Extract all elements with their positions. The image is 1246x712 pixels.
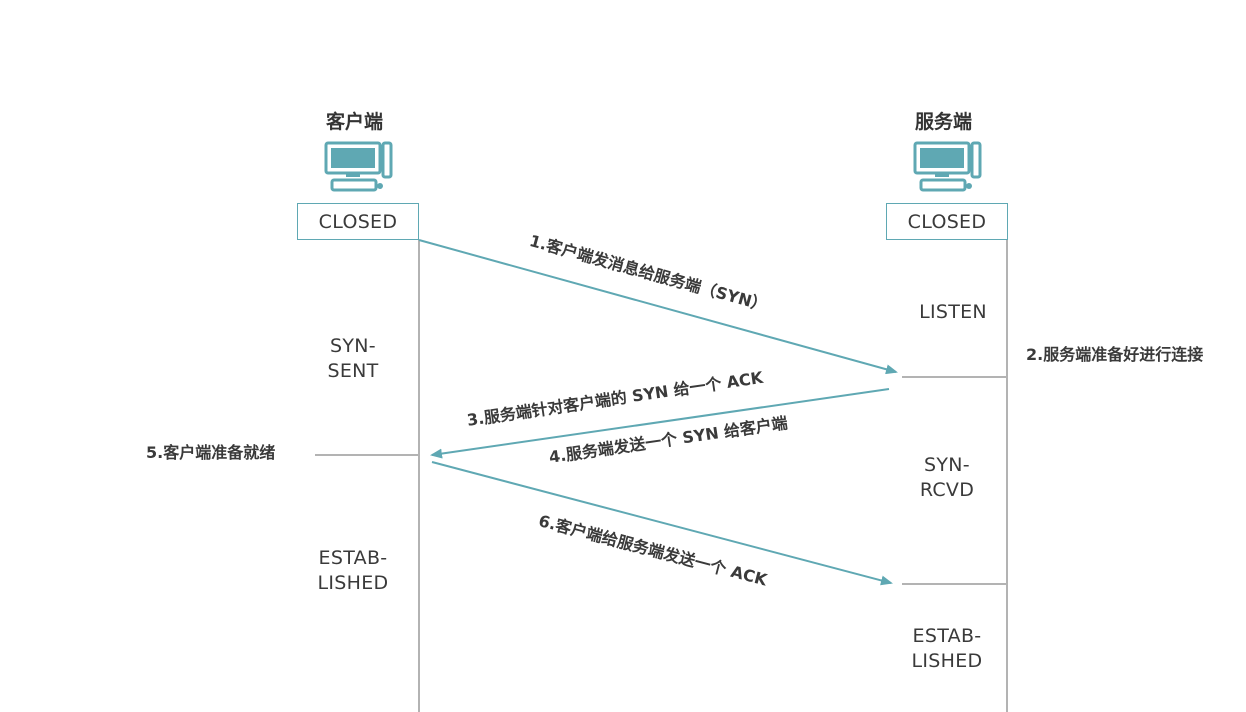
client-syn-sent-line2: SENT <box>327 360 379 382</box>
server-ready-note: 2.服务端准备好进行连接 <box>1026 345 1204 364</box>
client-title: 客户端 <box>326 111 384 133</box>
client-established-line1: ESTAB- <box>318 547 388 569</box>
client-syn-sent-state: SYN- SENT <box>310 334 396 384</box>
syn-arrow <box>418 239 898 375</box>
client-established-state: ESTAB- LISHED <box>305 546 401 596</box>
server-syn-rcvd-line1: SYN- <box>924 454 970 476</box>
server-computer-icon <box>913 141 982 192</box>
client-ready-note: 5.客户端准备就绪 <box>146 443 276 462</box>
server-title: 服务端 <box>915 111 973 133</box>
server-syn-rcvd-line2: RCVD <box>919 479 975 501</box>
syn-ack-arrow <box>430 388 890 459</box>
ack-arrow <box>431 461 893 586</box>
client-established-line2: LISHED <box>317 572 389 594</box>
server-listen-state: LISTEN <box>919 301 987 323</box>
server-established-state: ESTAB- LISHED <box>899 624 995 674</box>
client-syn-sent-line1: SYN- <box>330 335 376 357</box>
server-syn-rcvd-state: SYN- RCVD <box>904 453 990 503</box>
client-closed-state: CLOSED <box>297 203 419 240</box>
server-established-line2: LISHED <box>911 650 983 672</box>
client-computer-icon <box>324 141 393 192</box>
server-closed-state: CLOSED <box>886 203 1008 240</box>
server-established-line1: ESTAB- <box>912 625 982 647</box>
